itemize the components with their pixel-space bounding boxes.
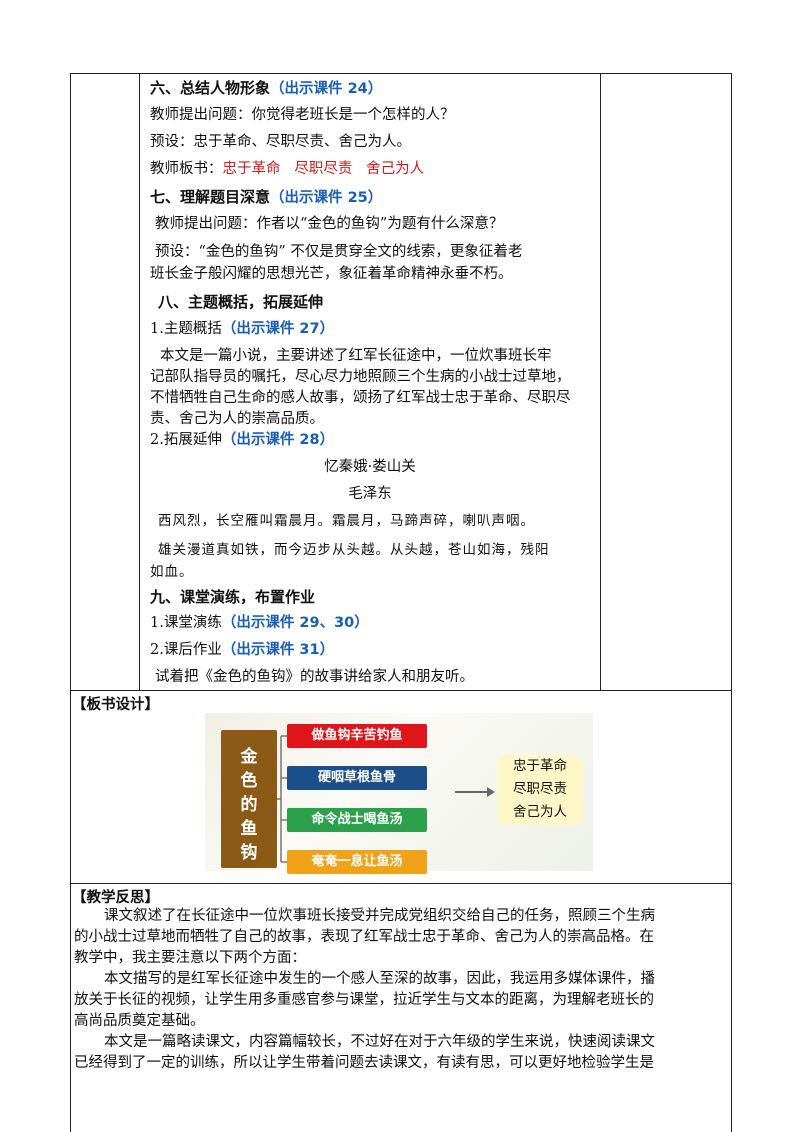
section-8-sub1: 1.主题概括（出示课件 27）: [150, 318, 334, 340]
board-title-char: 鱼: [240, 819, 258, 839]
bracket-connector: [277, 735, 495, 863]
section-7-question: 教师提出问题：作者以“金色的鱼钩”为题有什么深意？: [155, 216, 504, 232]
reflection-line: 放关于长征的视频，让学生用多重感官参与课堂，拉近学生与文本的距离，为理解老班长的: [74, 992, 654, 1008]
section-7-ref: （出示课件 25）: [270, 190, 383, 206]
sub2-ref: （出示课件 28）: [221, 432, 335, 448]
board-item-orange: 奄奄一息让鱼汤: [287, 850, 427, 874]
section-8-sub2: 2.拓展延伸（出示课件 28）: [150, 429, 334, 451]
section-6-preset: 预设：忠于革命、尽职尽责、舍己为人。: [150, 134, 411, 150]
table-border-right: [731, 73, 732, 1132]
reflection-line: 的小战士过草地而牺牲了自己的故事，表现了红军战士忠于革命、舍己为人的崇高品格。在: [74, 929, 654, 945]
poem-line3: 如血。: [150, 564, 194, 580]
section-9-task: 试着把《金色的鱼钩》的故事讲给家人和朋友听。: [155, 669, 474, 685]
reflection-label: 【教学反思】: [72, 890, 159, 906]
sub1-ref: （出示课件 27）: [221, 321, 335, 337]
section-7-preset-line2: 班长金子般闪耀的思想光芒，象征着革命精神永垂不朽。: [150, 266, 513, 282]
board-design-diagram: 金 色 的 鱼 钩 做鱼钩辛苦钓鱼 硬咽草根鱼骨 命令战士喝鱼汤 奄奄一息让鱼汤…: [205, 713, 593, 874]
section-8-para-line1: 本文是一篇小说，主要讲述了红军长征途中，一位炊事班长牢: [160, 348, 552, 364]
row-divider-reflection: [70, 883, 732, 884]
sub2-label: 2.拓展延伸: [150, 432, 222, 448]
table-border-left: [70, 73, 71, 1132]
reflection-line: 课文叙述了在长征途中一位炊事班长接受并完成党组织交给自己的任务，照顾三个生病: [104, 908, 655, 924]
section-9-heading: 九、课堂演练，布置作业: [150, 588, 316, 606]
s9-sub2-label: 2.课后作业: [150, 642, 222, 658]
reflection-line: 本文描写的是红军长征途中发生的一个感人至深的故事，因此，我运用多媒体课件，播: [104, 971, 655, 987]
section-7-preset-line1: 预设：“金色的鱼钩” 不仅是贯穿全文的线索，更象征着老: [155, 244, 523, 260]
poem-line2: 雄关漫道真如铁，而今迈步从头越。从头越，苍山如海，残阳: [158, 542, 550, 558]
section-8-para-line4: 责、舍己为人的崇高品质。: [150, 411, 324, 427]
section-7-heading: 七、理解题目深意: [150, 188, 271, 206]
section-9-sub1: 1.课堂演练（出示课件 29、30）: [150, 612, 369, 634]
section-6-ref: （出示课件 24）: [270, 81, 383, 97]
section-9-sub2: 2.课后作业（出示课件 31）: [150, 639, 334, 661]
board-title-char: 色: [240, 771, 258, 791]
board-item-red: 做鱼钩辛苦钓鱼: [287, 724, 427, 748]
s9-sub1-label: 1.课堂演练: [150, 615, 222, 631]
board-title-char: 的: [240, 795, 258, 815]
section-6-question: 教师提出问题：你觉得老班长是一个怎样的人？: [150, 107, 455, 123]
reflection-line: 已经得到了一定的训练，所以让学生带着问题去读课文，有读有思，可以更好地检验学生是: [74, 1055, 654, 1071]
section-8-heading: 八、主题概括，拓展延伸: [158, 293, 324, 311]
board-design-label: 【板书设计】: [72, 697, 159, 713]
section-8-para-line3: 不惜牺牲自己生命的感人故事，颂扬了红军战士忠于革命、尽职尽: [150, 390, 571, 406]
board-item-2: 尽职尽责: [294, 161, 353, 177]
board-item-3: 舍己为人: [366, 161, 425, 177]
result-line: 尽职尽责: [513, 781, 567, 797]
section-6-board: 教师板书：忠于革命 尽职尽责 舍己为人: [150, 158, 424, 180]
board-result-box: 忠于革命 尽职尽责 舍己为人: [497, 755, 583, 825]
reflection-line: 本文是一篇略读课文，内容篇幅较长，不过好在对于六年级的学生来说，快速阅读课文: [104, 1034, 655, 1050]
board-item-green: 命令战士喝鱼汤: [287, 808, 427, 832]
poem-title: 忆秦娥·娄山关: [324, 459, 416, 475]
column-divider-right: [600, 73, 601, 690]
result-line: 忠于革命: [513, 758, 567, 774]
reflection-line: 教学中，我主要注意以下两个方面：: [74, 950, 306, 966]
board-label: 教师板书：: [150, 161, 223, 177]
board-title-char: 金: [240, 747, 258, 767]
poem-line1: 西风烈，长空雁叫霜晨月。霜晨月，马蹄声碎，喇叭声咽。: [158, 513, 535, 529]
section-8-para-line2: 记部队指导员的嘱托，尽心尽力地照顾三个生病的小战士过草地，: [150, 369, 571, 385]
s9-sub2-ref: （出示课件 31）: [221, 642, 335, 658]
sub1-label: 1.主题概括: [150, 321, 222, 337]
reflection-line: 高尚品质奠定基础。: [74, 1013, 205, 1029]
section-6: 六、总结人物形象（出示课件 24）: [150, 77, 382, 100]
column-divider-left: [139, 73, 140, 690]
poem-author: 毛泽东: [348, 486, 392, 502]
s9-sub1-ref: （出示课件 29、30）: [221, 615, 369, 631]
board-item-blue: 硬咽草根鱼骨: [287, 766, 427, 790]
section-7: 七、理解题目深意（出示课件 25）: [150, 186, 382, 209]
section-6-heading: 六、总结人物形象: [150, 79, 271, 97]
board-item-1: 忠于革命: [222, 161, 281, 177]
result-line: 舍己为人: [513, 804, 567, 820]
board-title-box: 金 色 的 鱼 钩: [221, 730, 277, 868]
table-border-top: [70, 73, 732, 74]
row-divider-board: [70, 690, 732, 691]
board-title-char: 钩: [240, 843, 258, 863]
